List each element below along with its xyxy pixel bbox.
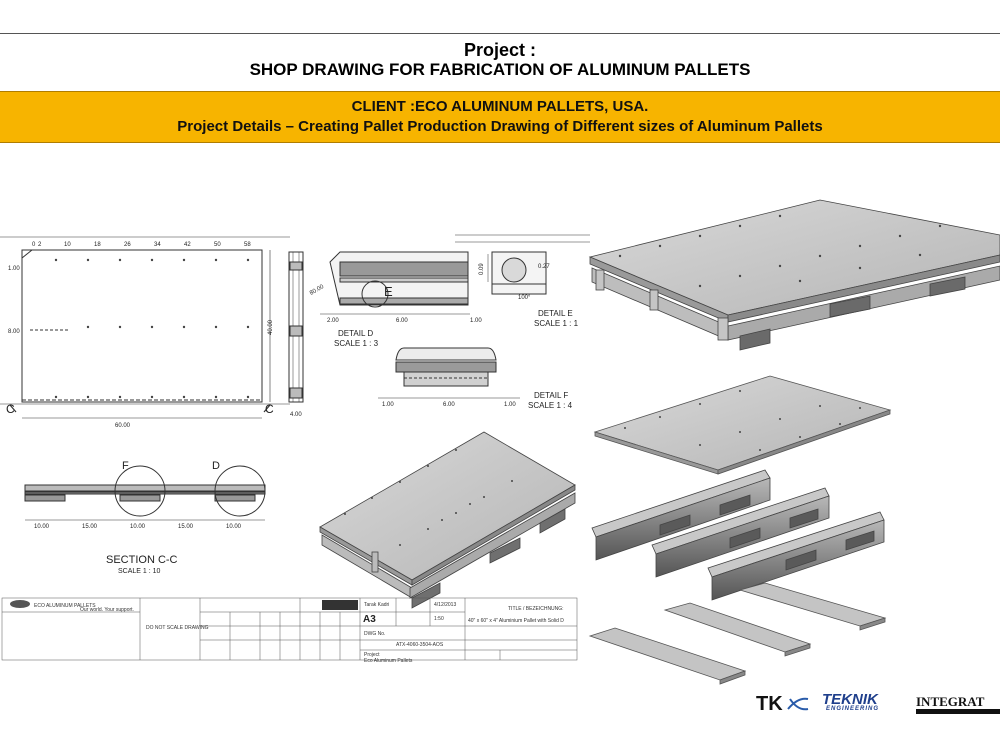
detail-d bbox=[320, 251, 470, 315]
project-title: SHOP DRAWING FOR FABRICATION OF ALUMINUM… bbox=[249, 60, 751, 79]
tb-drawn-by: Tarak Kadri bbox=[364, 602, 389, 608]
iso-deck-plate bbox=[593, 375, 892, 475]
tick-58: 58 bbox=[244, 242, 251, 248]
side-view bbox=[288, 251, 304, 403]
section-mark-right: C bbox=[265, 402, 274, 416]
dim-sec-1: 10.00 bbox=[34, 524, 50, 530]
tb-size: A3 bbox=[363, 614, 376, 625]
iso-skids bbox=[588, 582, 887, 685]
detail-f bbox=[378, 347, 520, 399]
tk-logo: TK bbox=[756, 693, 783, 715]
tick-2: 2 bbox=[38, 242, 42, 248]
tb-dwg-no: ATX-4060-3504-AOS bbox=[396, 642, 444, 648]
detail-f-scale: SCALE 1 : 4 bbox=[528, 401, 573, 410]
dim-plan-800: 8.00 bbox=[8, 329, 20, 335]
tick-0: 0 bbox=[32, 242, 36, 248]
title-block-table bbox=[1, 597, 578, 661]
iso-pallet-small bbox=[319, 431, 576, 609]
tick-10: 10 bbox=[64, 242, 71, 248]
client-name: CLIENT :ECO ALUMINUM PALLETS, USA. bbox=[351, 98, 649, 115]
dim-sec-3: 10.00 bbox=[130, 524, 146, 530]
tb-company: ECO ALUMINUM PALLETS bbox=[34, 603, 96, 609]
section-cc bbox=[24, 465, 266, 521]
section-label: SECTION C-C bbox=[106, 554, 178, 566]
iso-pallet-large bbox=[588, 199, 1000, 351]
detail-e bbox=[455, 234, 590, 295]
title-block: Project : SHOP DRAWING FOR FABRICATION O… bbox=[0, 40, 1000, 80]
tb-title-label: TITLE / BEZEICHNUNG: bbox=[508, 606, 564, 612]
dim-sec-2: 15.00 bbox=[82, 524, 98, 530]
section-mark-left: C bbox=[6, 402, 15, 416]
tk-swoosh-icon bbox=[786, 697, 810, 711]
detail-d-scale: SCALE 1 : 3 bbox=[334, 339, 379, 348]
dim-f-6: 6.00 bbox=[443, 402, 455, 408]
dim-sec-5: 10.00 bbox=[226, 524, 242, 530]
teknik-logo: TEKNIK bbox=[822, 691, 878, 708]
tb-project: Eco Aluminum Pallets bbox=[364, 658, 413, 664]
dim-d-1: 1.00 bbox=[470, 318, 482, 324]
dim-plan-100: 1.00 bbox=[8, 266, 20, 272]
tb-do-not-scale: DO NOT SCALE DRAWING bbox=[146, 625, 209, 631]
engineering-tagline: ENGINEERING bbox=[826, 706, 880, 712]
iso-beams bbox=[591, 469, 885, 601]
dim-d-6: 6.00 bbox=[396, 318, 408, 324]
dim-plan-4000: 40.00 bbox=[268, 319, 274, 335]
integrat-logo: INTEGRAT bbox=[916, 694, 985, 709]
dim-d-2: 2.00 bbox=[327, 318, 339, 324]
dim-e-009: 0.09 bbox=[479, 263, 485, 275]
dim-d-80: 80.00 bbox=[309, 284, 326, 297]
dim-plan-6000: 60.00 bbox=[115, 423, 131, 429]
detail-d-label: DETAIL D bbox=[338, 329, 373, 338]
plan-view bbox=[0, 236, 290, 419]
dim-e-027: 0.27 bbox=[538, 264, 550, 270]
client-band: CLIENT :ECO ALUMINUM PALLETS, USA. Proje… bbox=[0, 91, 1000, 143]
dim-side-400: 4.00 bbox=[290, 412, 302, 418]
plan-ticks: 0 2 10 18 26 34 42 50 58 1.00 8.00 60.00… bbox=[8, 242, 274, 429]
tb-title: 40" x 60" x 4" Aluminium Pallet with Sol… bbox=[468, 618, 564, 624]
dim-f-1b: 1.00 bbox=[504, 402, 516, 408]
tb-scale: 1:50 bbox=[434, 616, 444, 622]
integrat-bar bbox=[916, 709, 1000, 714]
detail-e-scale: SCALE 1 : 1 bbox=[534, 319, 579, 328]
tb-tagline: Our world. Your support. bbox=[80, 607, 134, 613]
dim-f-1a: 1.00 bbox=[382, 402, 394, 408]
dim-sec-4: 15.00 bbox=[178, 524, 194, 530]
project-details: Project Details – Creating Pallet Produc… bbox=[177, 118, 823, 135]
tb-dwg-label: DWG No. bbox=[364, 631, 385, 637]
tb-company-logo bbox=[10, 600, 30, 608]
dim-e-100deg: 100° bbox=[518, 295, 531, 301]
detail-f-label: DETAIL F bbox=[534, 391, 568, 400]
tick-26: 26 bbox=[124, 242, 131, 248]
section-scale: SCALE 1 : 10 bbox=[118, 568, 161, 575]
section-f-marker: F bbox=[122, 460, 129, 472]
tb-logo-block bbox=[322, 600, 358, 610]
tick-18: 18 bbox=[94, 242, 101, 248]
tb-project-label: Project bbox=[364, 652, 380, 658]
section-d-marker: D bbox=[212, 460, 220, 472]
tb-date: 4/12/2013 bbox=[434, 602, 456, 608]
header-rule bbox=[0, 33, 1000, 34]
tick-42: 42 bbox=[184, 242, 191, 248]
project-label: Project : bbox=[463, 40, 537, 60]
tick-34: 34 bbox=[154, 242, 161, 248]
tick-50: 50 bbox=[214, 242, 221, 248]
detail-e-label: DETAIL E bbox=[538, 309, 573, 318]
detail-e-marker: E bbox=[384, 284, 393, 299]
